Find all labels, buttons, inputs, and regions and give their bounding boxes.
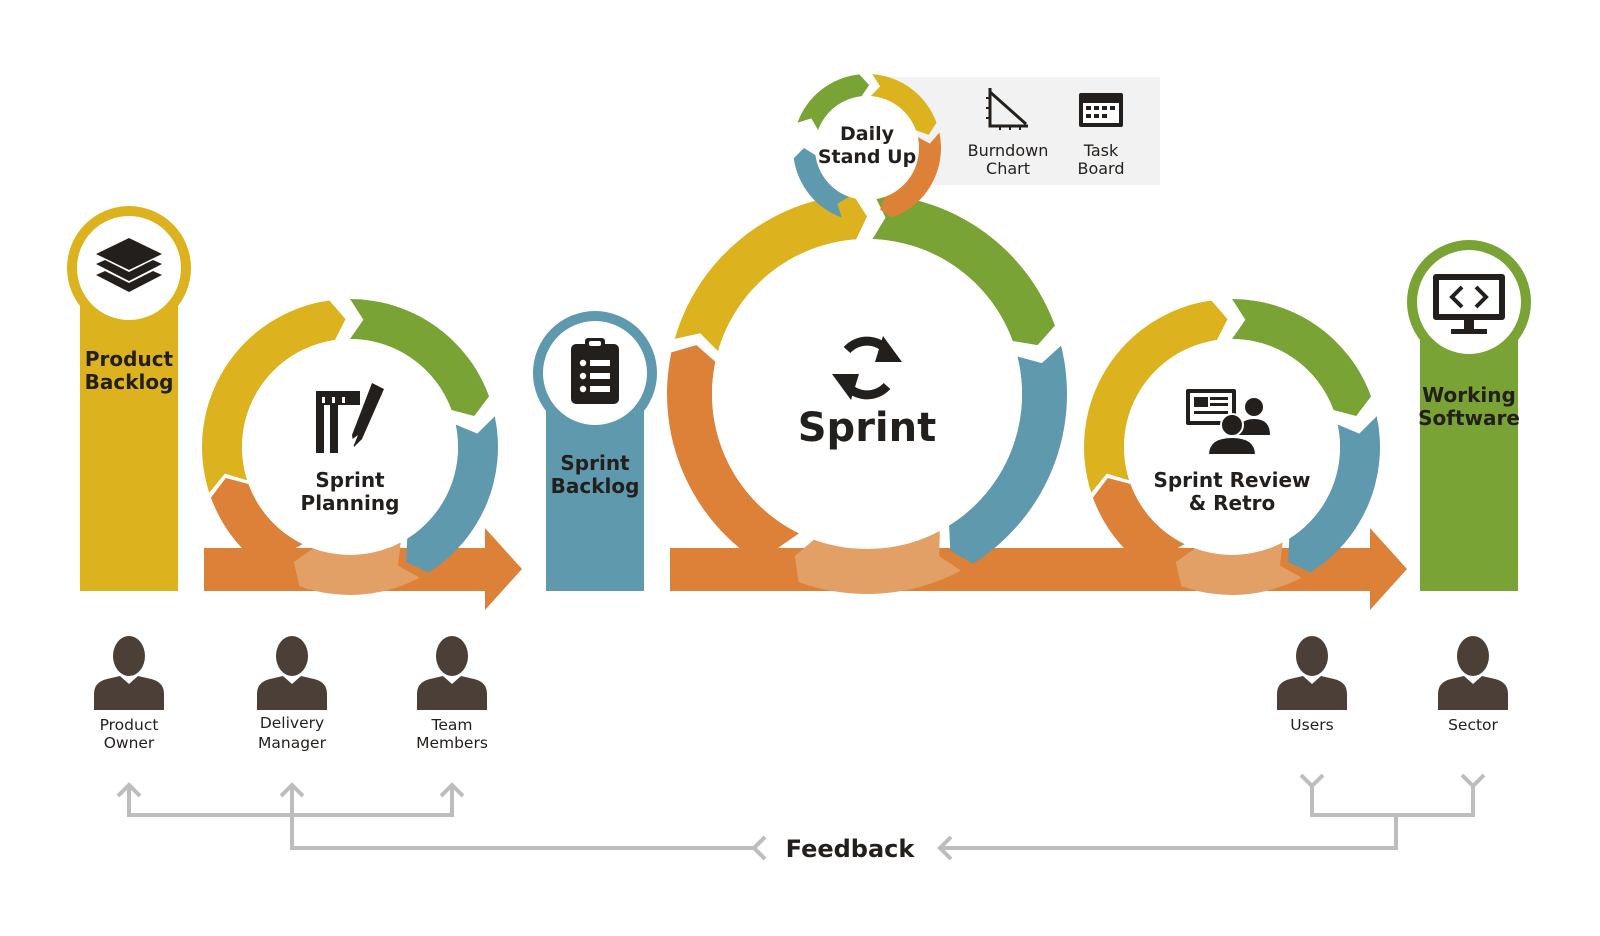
person-icon-delivery-manager bbox=[257, 636, 327, 710]
sprint-cycle-segment-4 bbox=[794, 530, 961, 594]
sprint-cycle-segment-1 bbox=[674, 194, 867, 352]
sprint-center: Sprint bbox=[798, 336, 936, 451]
sprint-planning-cycle-segment-1 bbox=[202, 300, 346, 493]
person-head bbox=[113, 636, 145, 676]
clipboard-icon bbox=[571, 338, 619, 404]
daily-standup-cycle-segment-4 bbox=[793, 148, 850, 218]
layers-icon bbox=[96, 238, 162, 292]
sprint-planning-cycle-segment-2 bbox=[350, 299, 490, 417]
sprint-cycle-segment-3 bbox=[949, 345, 1067, 564]
feedback-label: Feedback bbox=[786, 835, 916, 863]
person-label-delivery-manager-1: Delivery bbox=[260, 714, 324, 732]
sprint-cycle-segment-2 bbox=[872, 194, 1055, 346]
person-body bbox=[1438, 676, 1508, 710]
person-label-product-owner-1: Product bbox=[100, 716, 159, 734]
tool-burndown-label-1: Burndown bbox=[968, 141, 1049, 160]
sprint-review-cycle-segment-3 bbox=[1288, 416, 1380, 573]
working-software-label-1: Working bbox=[1422, 383, 1516, 407]
sprint-planning-cycle-segment-3 bbox=[406, 416, 498, 573]
sprint-review-label-2: & Retro bbox=[1189, 491, 1276, 515]
person-body bbox=[1277, 676, 1347, 710]
person-label-sector: Sector bbox=[1448, 716, 1498, 734]
person-label-product-owner-2: Owner bbox=[104, 734, 155, 752]
sprint-planning-icon-group: Sprint Planning bbox=[301, 383, 400, 515]
sprint-cycle-segment-5 bbox=[666, 345, 800, 574]
person-icon-users bbox=[1277, 636, 1347, 710]
daily-standup-cycle-center bbox=[815, 96, 919, 200]
tool-burndown-chart: Burndown Chart bbox=[968, 88, 1049, 178]
person-head bbox=[1296, 636, 1328, 676]
sprint-review-icon-group: Sprint Review & Retro bbox=[1153, 389, 1311, 515]
sprint-planning-cycle-center bbox=[242, 339, 458, 555]
daily-standup-cycle-segment-3 bbox=[880, 132, 942, 218]
sprint-review-label-1: Sprint Review bbox=[1153, 468, 1310, 492]
task-board-icon bbox=[1079, 93, 1123, 127]
feedback-lines bbox=[116, 773, 1486, 861]
sprint-planning-cycle-segment-5 bbox=[210, 477, 303, 581]
sprint-planning-cycle-segment-4 bbox=[293, 542, 420, 596]
burndown-chart-icon bbox=[986, 88, 1028, 130]
person-label-delivery-manager-2: Manager bbox=[258, 734, 327, 752]
person-icon-product-owner bbox=[94, 636, 164, 710]
presentation-icon bbox=[1186, 389, 1270, 456]
person-icon-sector bbox=[1438, 636, 1508, 710]
ruler-pencil-icon bbox=[316, 383, 384, 453]
daily-standup-center: Daily Stand Up bbox=[818, 123, 916, 168]
sprint-label: Sprint bbox=[798, 405, 936, 451]
person-label-team-members-1: Team bbox=[431, 716, 473, 734]
person-head bbox=[276, 636, 308, 676]
product-backlog-label-2: Backlog bbox=[85, 370, 174, 394]
working-software-pillar: Working Software bbox=[1407, 240, 1531, 591]
tool-task-board-label-1: Task bbox=[1083, 141, 1119, 160]
person-label-users: Users bbox=[1290, 716, 1333, 734]
daily-standup-label-2: Stand Up bbox=[818, 146, 916, 168]
working-software-label-2: Software bbox=[1418, 406, 1520, 430]
daily-standup-cycle bbox=[793, 74, 942, 218]
person-label-team-members-2: Members bbox=[416, 734, 488, 752]
daily-standup-cycle-segment-2 bbox=[870, 74, 937, 135]
tool-task-board: Task Board bbox=[1077, 93, 1125, 178]
sprint-review-cycle-segment-2 bbox=[1232, 299, 1372, 417]
person-body bbox=[417, 676, 487, 710]
sprint-review-cycle-segment-5 bbox=[1092, 477, 1185, 581]
product-backlog-label-1: Product bbox=[85, 347, 174, 371]
product-backlog-pillar: Product Backlog bbox=[67, 206, 191, 591]
tool-task-board-label-2: Board bbox=[1077, 159, 1124, 178]
sprint-planning-cycle bbox=[202, 299, 498, 596]
person-body bbox=[257, 676, 327, 710]
people-row bbox=[94, 636, 1508, 710]
tool-burndown-label-2: Chart bbox=[986, 159, 1030, 178]
sprint-backlog-pillar: Sprint Backlog bbox=[533, 311, 657, 591]
person-icon-team-members bbox=[417, 636, 487, 710]
sprint-backlog-label-1: Sprint bbox=[560, 451, 630, 475]
monitor-code-icon bbox=[1433, 274, 1505, 334]
daily-standup-cycle-segment-1 bbox=[797, 74, 870, 131]
person-head bbox=[1457, 636, 1489, 676]
sprint-review-cycle-segment-1 bbox=[1084, 300, 1228, 493]
sprint-review-cycle-segment-4 bbox=[1175, 542, 1302, 596]
refresh-icon bbox=[832, 336, 902, 400]
sprint-planning-label-2: Planning bbox=[301, 491, 400, 515]
person-body bbox=[94, 676, 164, 710]
daily-standup-label-1: Daily bbox=[840, 123, 895, 145]
sprint-planning-label-1: Sprint bbox=[315, 468, 385, 492]
sprint-backlog-label-2: Backlog bbox=[551, 474, 640, 498]
person-head bbox=[436, 636, 468, 676]
